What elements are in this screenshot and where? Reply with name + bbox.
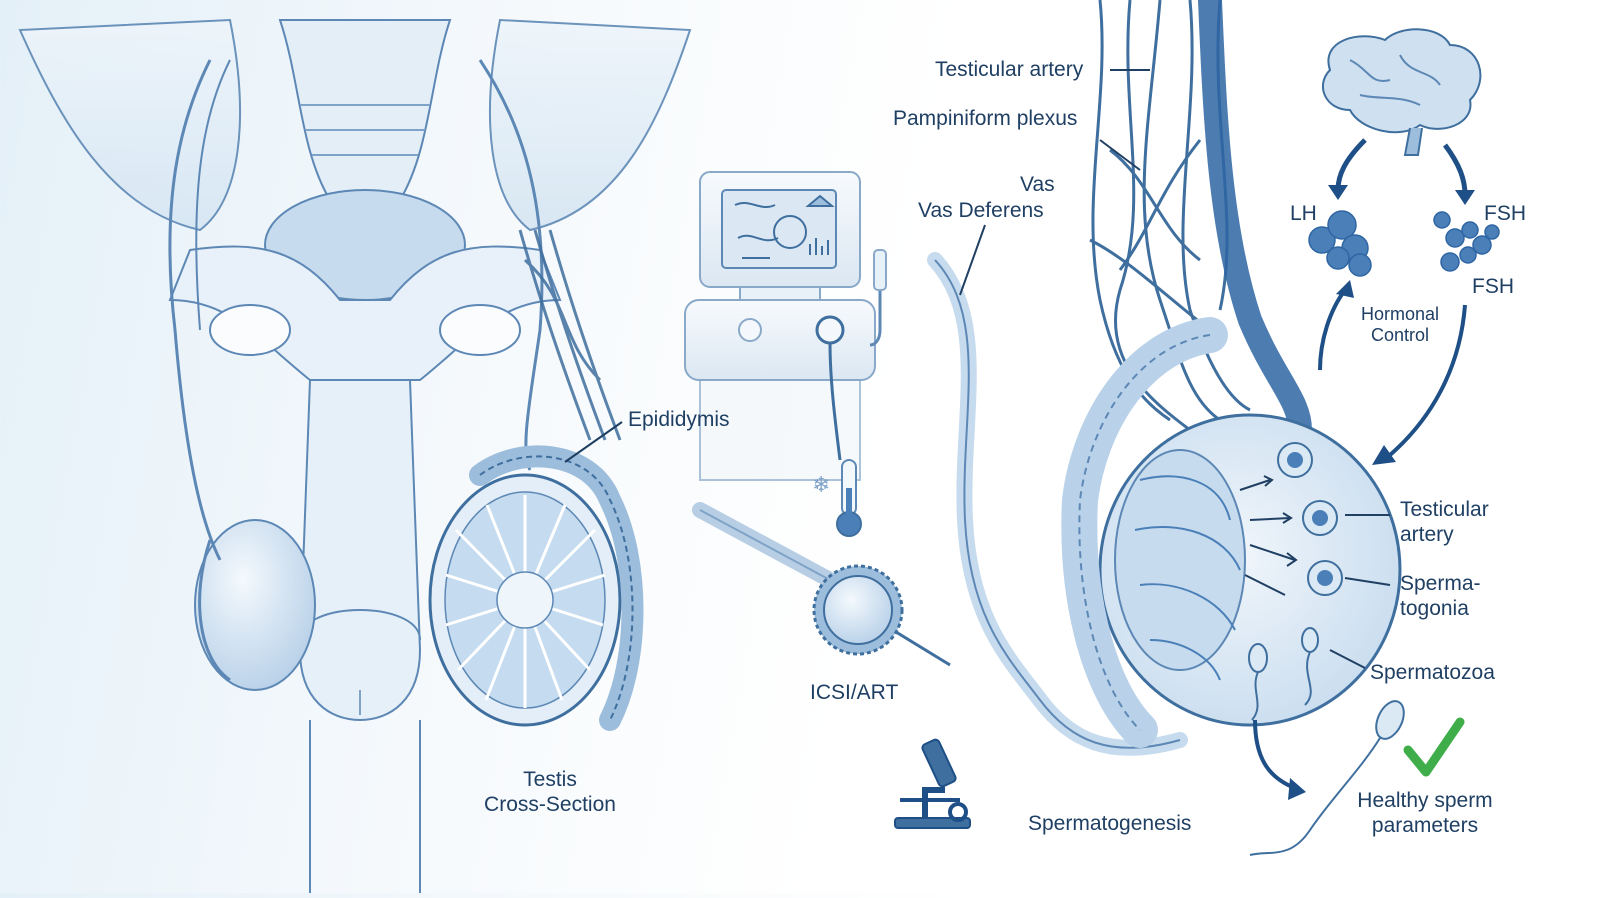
healthy-sperm xyxy=(1249,700,1405,856)
label-lh: LH xyxy=(1290,202,1317,225)
snowflake-icon: ❄ xyxy=(812,473,830,498)
label-healthy-sperm-line2: parameters xyxy=(1371,814,1479,837)
label-spermatozoa: Spermatozoa xyxy=(1370,661,1495,684)
oocyte xyxy=(812,564,904,656)
label-hormonal-control-line2: Control xyxy=(1370,325,1430,345)
monitor-screen xyxy=(721,189,837,269)
label-testis-cross-section: Testis Cross-Section xyxy=(455,767,645,817)
left-iliac-wing xyxy=(18,18,241,232)
label-healthy-sperm-line1: Healthy sperm xyxy=(1357,789,1493,812)
label-testis-cross-section-line1: Testis xyxy=(523,768,577,791)
developing-spermatozoa xyxy=(1248,627,1319,721)
label-spermatogonia: Sperma- togonia xyxy=(1400,571,1481,621)
fsh-molecule-icon xyxy=(1433,211,1500,272)
icsi-machine xyxy=(684,171,887,481)
label-hormonal-control: Hormonal Control xyxy=(1345,304,1455,346)
label-epididymis: Epididymis xyxy=(628,408,730,431)
machine-body xyxy=(684,299,876,381)
right-iliac-wing xyxy=(489,18,692,232)
label-spermatogonia-line1: Sperma- xyxy=(1400,572,1481,595)
label-vas-deferens: Vas Deferens xyxy=(918,199,1044,222)
testicular-artery-vessel xyxy=(1198,0,1312,442)
epididymis-leader xyxy=(564,421,623,463)
label-testicular-artery-right-line1: Testicular xyxy=(1400,498,1489,521)
left-figure-veins xyxy=(518,229,622,441)
label-vas: Vas xyxy=(1020,173,1055,196)
penis-shaft xyxy=(298,379,422,722)
brain-icon xyxy=(1321,28,1482,156)
microscope-icon xyxy=(894,738,971,829)
label-spermatogenesis: Spermatogenesis xyxy=(1028,812,1192,835)
germ-cells xyxy=(1277,442,1343,596)
label-hormonal-control-line1: Hormonal xyxy=(1360,304,1440,324)
label-icsi-art: ICSI/ART xyxy=(810,681,899,704)
label-spermatogonia-line2: togonia xyxy=(1400,597,1469,620)
label-testicular-artery-right-line2: artery xyxy=(1400,523,1454,546)
label-testis-cross-section-line2: Cross-Section xyxy=(484,793,616,816)
label-healthy-sperm-parameters: Healthy sperm parameters xyxy=(1340,788,1510,838)
lh-molecule-icon xyxy=(1308,210,1372,277)
label-testicular-artery-top: Testicular artery xyxy=(935,58,1084,81)
label-pampiniform-plexus: Pampiniform plexus xyxy=(893,107,1078,130)
label-fsh-top: FSH xyxy=(1484,202,1526,225)
label-fsh-bottom: FSH xyxy=(1472,275,1514,298)
sacrum xyxy=(278,19,452,201)
pelvis-anatomy xyxy=(18,18,692,893)
checkmark-icon xyxy=(1403,717,1465,777)
thermometer-icon xyxy=(836,459,862,537)
label-testicular-artery-right: Testicular artery xyxy=(1400,497,1489,547)
left-testis xyxy=(194,519,316,691)
testis-cross-section xyxy=(428,473,622,727)
